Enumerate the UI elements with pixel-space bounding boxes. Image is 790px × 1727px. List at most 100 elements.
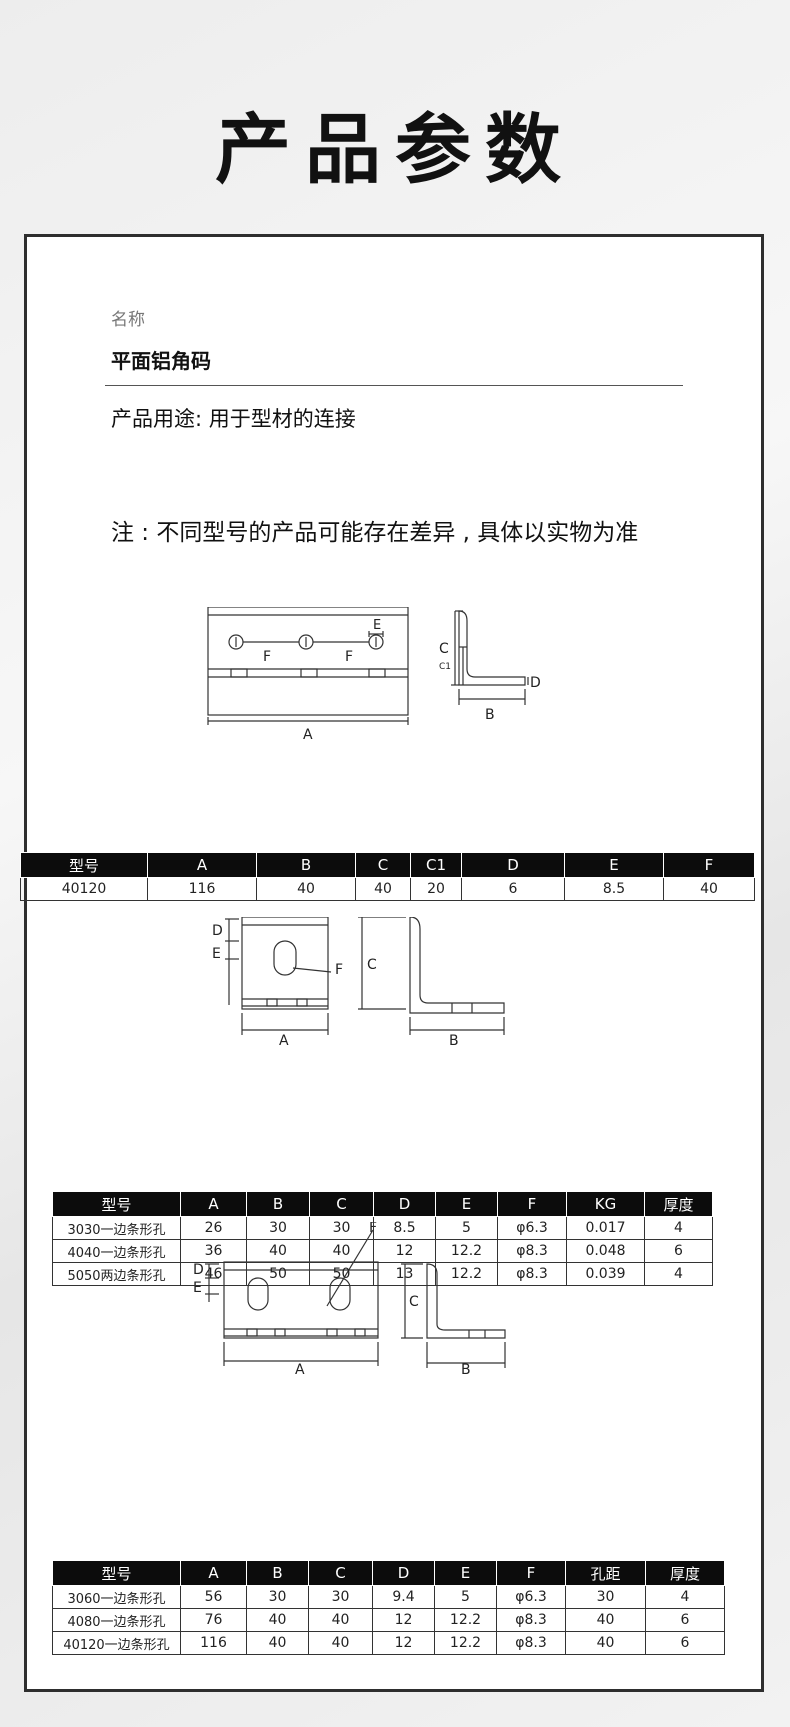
table-cell: 0.048 bbox=[566, 1239, 645, 1263]
header-cell: D bbox=[373, 1191, 436, 1217]
dim-label-f1: F bbox=[263, 649, 271, 665]
table-row: 4040一边条形孔 36 40 40 12 12.2 φ8.3 0.048 6 bbox=[52, 1239, 713, 1263]
table-cell: 40 bbox=[565, 1608, 646, 1632]
header-cell: F bbox=[663, 852, 755, 878]
product-name: 平面铝角码 bbox=[111, 349, 211, 373]
table-cell: φ8.3 bbox=[496, 1608, 566, 1632]
header-cell: D bbox=[372, 1560, 435, 1586]
table-cell: 12.2 bbox=[434, 1631, 497, 1655]
table-row: 3030一边条形孔 26 30 30 8.5 5 φ6.3 0.017 4 bbox=[52, 1216, 713, 1240]
table-cell: 6 bbox=[644, 1239, 713, 1263]
header-cell: C bbox=[308, 1560, 373, 1586]
header-cell: D bbox=[461, 852, 565, 878]
table-cell: 40 bbox=[355, 877, 411, 901]
table-cell: 40120一边条形孔 bbox=[52, 1631, 181, 1655]
table-cell: 30 bbox=[308, 1585, 373, 1609]
table-cell: 12 bbox=[372, 1608, 435, 1632]
dim-label-e: E bbox=[373, 618, 381, 633]
header-cell: 厚度 bbox=[645, 1560, 725, 1586]
table-cell: 12.2 bbox=[435, 1239, 498, 1263]
dim-label-e: E bbox=[212, 946, 221, 962]
table-cell: φ8.3 bbox=[497, 1239, 567, 1263]
table-cell: φ6.3 bbox=[496, 1585, 566, 1609]
table-cell: 50 bbox=[309, 1262, 374, 1286]
table-header-row: 型号 A B C C1 D E F bbox=[20, 852, 755, 878]
table-cell: 40120 bbox=[20, 877, 148, 901]
table-cell: φ8.3 bbox=[496, 1631, 566, 1655]
table-cell: 30 bbox=[309, 1216, 374, 1240]
table-cell: 30 bbox=[246, 1585, 309, 1609]
table-cell: 8.5 bbox=[564, 877, 664, 901]
dim-label-d: D bbox=[212, 923, 223, 939]
table-header-row: 型号 A B C D E F KG 厚度 bbox=[52, 1191, 713, 1217]
header-cell: A bbox=[180, 1191, 247, 1217]
table-cell: 4040一边条形孔 bbox=[52, 1239, 181, 1263]
table-cell: 0.017 bbox=[566, 1216, 645, 1240]
table-cell: 116 bbox=[147, 877, 257, 901]
diagram-40120: E F F A C C1 D B bbox=[207, 607, 541, 743]
table-cell: 40 bbox=[246, 1608, 309, 1632]
table-row: 3060一边条形孔 56 30 30 9.4 5 φ6.3 30 4 bbox=[52, 1585, 725, 1609]
table-cell: 26 bbox=[180, 1216, 247, 1240]
table-cell: 6 bbox=[645, 1631, 725, 1655]
header-cell: E bbox=[564, 852, 664, 878]
table-cell: 40 bbox=[309, 1239, 374, 1263]
table-row: 40120 116 40 40 20 6 8.5 40 bbox=[20, 877, 755, 901]
header-cell: C1 bbox=[410, 852, 462, 878]
table-row: 40120一边条形孔 116 40 40 12 12.2 φ8.3 40 6 bbox=[52, 1631, 725, 1655]
table-cell: 116 bbox=[180, 1631, 247, 1655]
table-cell: φ6.3 bbox=[497, 1216, 567, 1240]
table-cell: 40 bbox=[246, 1239, 310, 1263]
dim-label-c1: C1 bbox=[439, 662, 451, 672]
table-cell: 56 bbox=[180, 1585, 247, 1609]
header-cell: A bbox=[180, 1560, 247, 1586]
table-cell: 40 bbox=[565, 1631, 646, 1655]
table-cell: 4 bbox=[644, 1216, 713, 1240]
dim-label-f: F bbox=[335, 962, 343, 978]
usage-text: 产品用途: 用于型材的连接 bbox=[111, 407, 356, 431]
table-cell: 30 bbox=[565, 1585, 646, 1609]
note-text: 注 : 不同型号的产品可能存在差异 , 具体以实物为准 bbox=[111, 520, 639, 546]
table-cell: 50 bbox=[246, 1262, 310, 1286]
dim-label-a: A bbox=[303, 727, 313, 743]
table-cell: 6 bbox=[461, 877, 565, 901]
table-cell: φ8.3 bbox=[497, 1262, 567, 1286]
table-cell: 40 bbox=[663, 877, 755, 901]
header-cell: KG bbox=[566, 1191, 645, 1217]
table-cell: 36 bbox=[180, 1239, 247, 1263]
table-cell: 12.2 bbox=[435, 1262, 498, 1286]
table-cell: 20 bbox=[410, 877, 462, 901]
dim-label-e: E bbox=[193, 1280, 202, 1296]
spec-table-double-slot: 型号 A B C D E F 孔距 厚度 3060一边条形孔 56 30 30 … bbox=[52, 1560, 725, 1655]
dim-label-c: C bbox=[439, 641, 449, 657]
table-cell: 5050两边条形孔 bbox=[52, 1262, 181, 1286]
spec-card: 名称 平面铝角码 产品用途: 用于型材的连接 注 : 不同型号的产品可能存在差异… bbox=[24, 234, 764, 1692]
table-cell: 46 bbox=[180, 1262, 247, 1286]
dim-label-b: B bbox=[485, 707, 495, 723]
table-cell: 9.4 bbox=[372, 1585, 435, 1609]
header-cell: F bbox=[497, 1191, 567, 1217]
table-cell: 12 bbox=[372, 1631, 435, 1655]
table-header-row: 型号 A B C D E F 孔距 厚度 bbox=[52, 1560, 725, 1586]
table-cell: 30 bbox=[246, 1216, 310, 1240]
dim-label-a: A bbox=[279, 1033, 289, 1049]
table-cell: 40 bbox=[308, 1608, 373, 1632]
table-cell: 0.039 bbox=[566, 1262, 645, 1286]
table-cell: 3060一边条形孔 bbox=[52, 1585, 181, 1609]
dim-label-a: A bbox=[295, 1362, 305, 1378]
table-row: 4080一边条形孔 76 40 40 12 12.2 φ8.3 40 6 bbox=[52, 1608, 725, 1632]
header-cell: C bbox=[309, 1191, 374, 1217]
header-cell: A bbox=[147, 852, 257, 878]
table-cell: 40 bbox=[256, 877, 356, 901]
dim-label-d: D bbox=[530, 675, 541, 691]
name-label: 名称 bbox=[111, 310, 145, 330]
table-cell: 40 bbox=[308, 1631, 373, 1655]
header-cell: E bbox=[435, 1191, 498, 1217]
table-cell: 40 bbox=[246, 1631, 309, 1655]
dim-label-c: C bbox=[409, 1294, 419, 1310]
header-cell: 型号 bbox=[52, 1560, 181, 1586]
table-cell: 4080一边条形孔 bbox=[52, 1608, 181, 1632]
header-cell: C bbox=[355, 852, 411, 878]
table-cell: 6 bbox=[645, 1608, 725, 1632]
header-cell: 厚度 bbox=[644, 1191, 713, 1217]
